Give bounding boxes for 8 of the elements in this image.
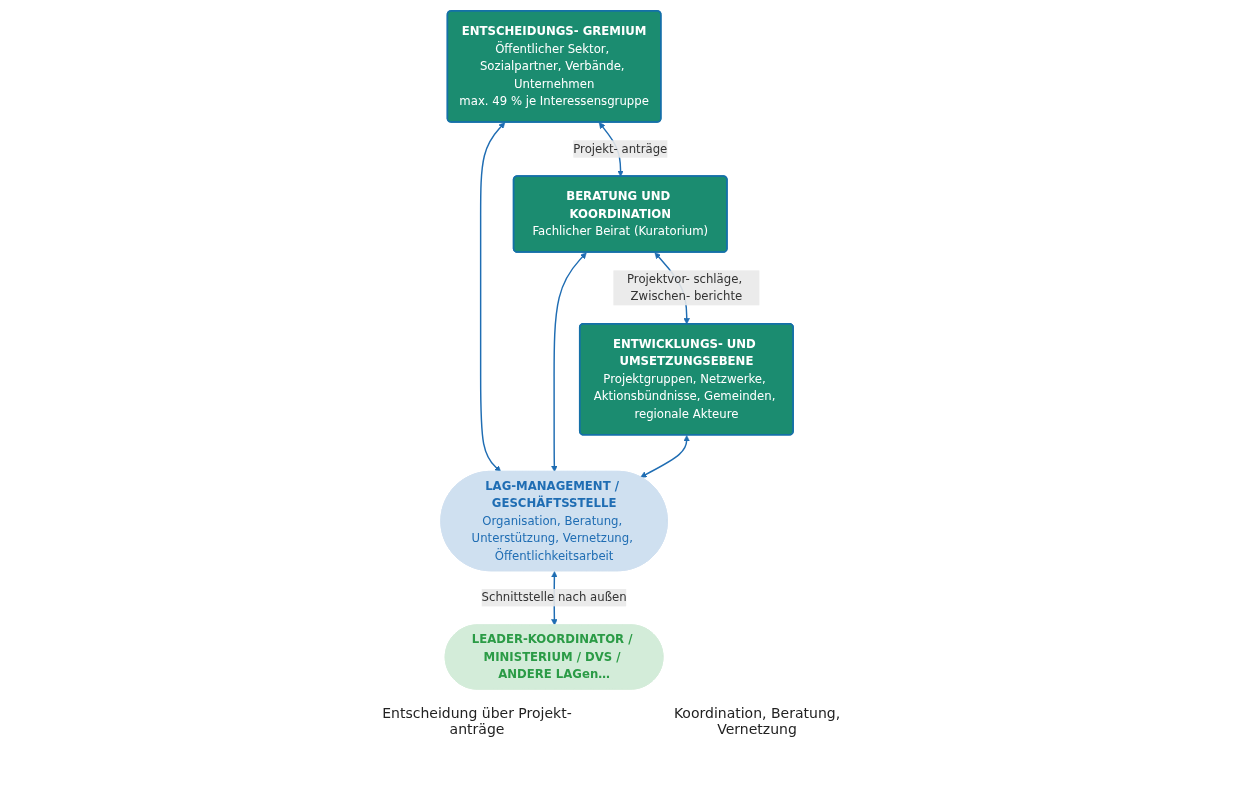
edge-label: Schnittstelle nach außen [481,590,627,605]
edge-label: Projekt- anträge [573,141,668,156]
arrow [551,252,587,472]
arrow [479,122,506,472]
edge-label: Projektvor- schläge, Zwischen- berichte [627,271,743,304]
note-text: Entscheidung über Projekt- anträge [381,705,573,737]
arrow [640,435,690,478]
note-text: Koordination, Beratung, Vernetzung [672,705,842,737]
